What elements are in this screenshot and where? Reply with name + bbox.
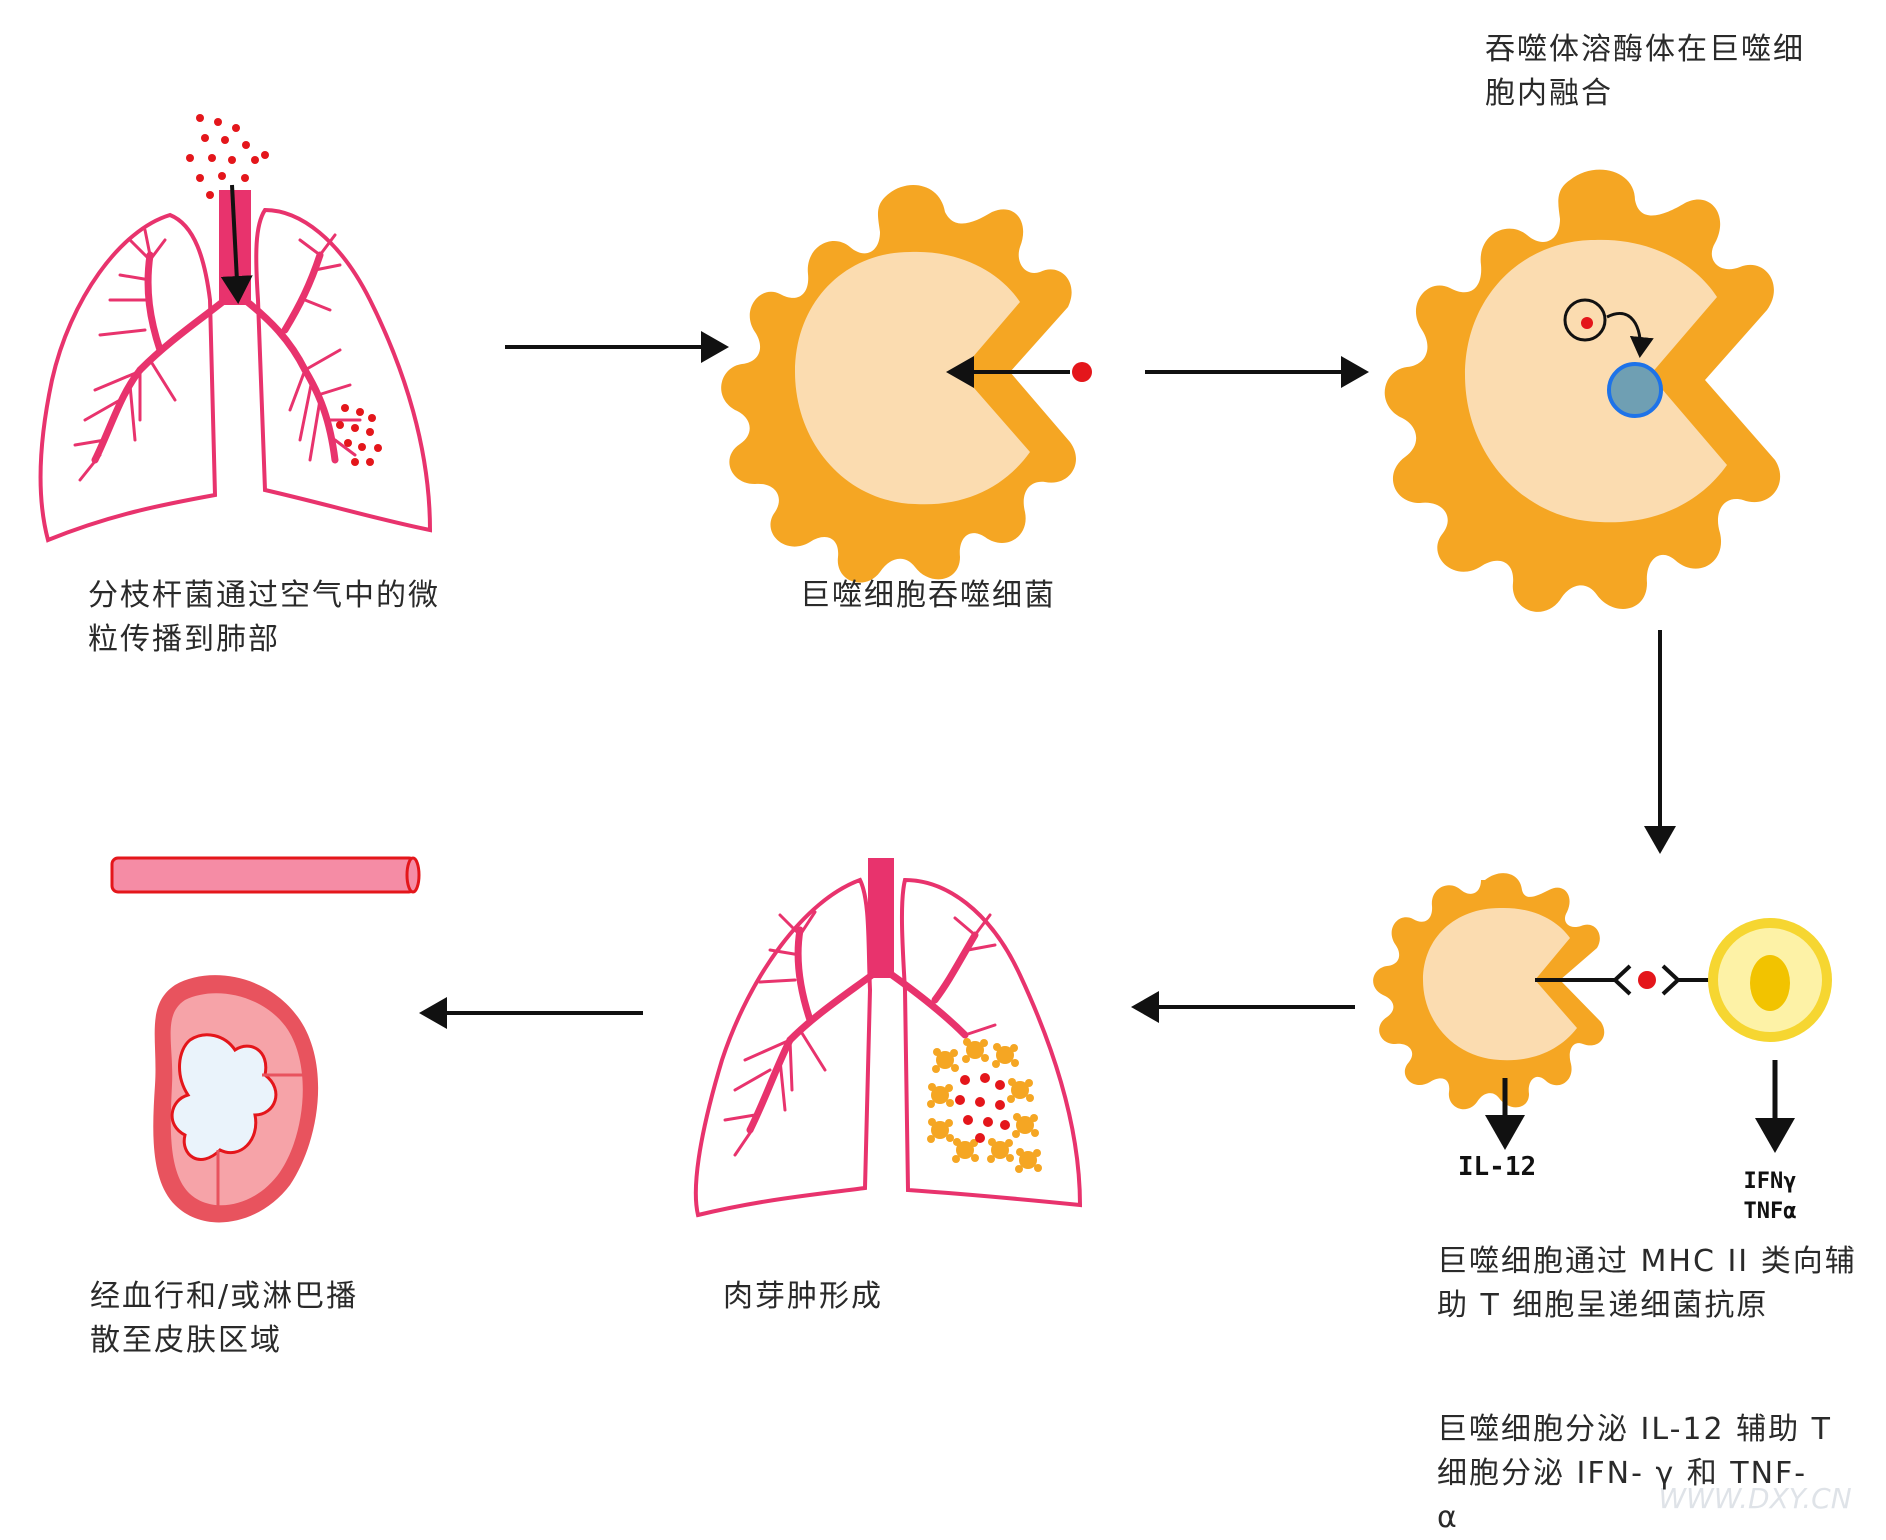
macrophage-phagolysosome-illustration — [1384, 169, 1781, 612]
blood-vessel-illustration — [110, 856, 421, 894]
caption-antigen-presentation: 巨噬细胞通过 MHC II 类向辅 助 T 细胞呈递细菌抗原 — [1437, 1244, 1857, 1323]
lungs-inhalation-illustration — [38, 114, 433, 543]
caption-inhalation: 分枝杆菌通过空气中的微 粒传播到肺部 — [88, 578, 440, 657]
caption-cytokines: 巨噬细胞分泌 IL-12 辅助 T 细胞分泌 IFN- γ 和 TNF- α — [1437, 1412, 1832, 1535]
ifn-gamma-label: IFNγ — [1744, 1169, 1797, 1194]
caption-dissemination: 经血行和/或淋巴播 散至皮肤区域 — [90, 1279, 359, 1358]
helper-t-cell-illustration — [1708, 918, 1832, 1042]
macrophage-antigen-presenting-illustration — [1373, 873, 1753, 1110]
caption-granuloma: 肉芽肿形成 — [723, 1279, 883, 1314]
caption-phagolysosome: 吞噬体溶酶体在巨噬细 胞内融合 — [1485, 32, 1805, 111]
watermark: WWW.DXY.CN — [1658, 1482, 1851, 1515]
tnf-alpha-label: TNFα — [1744, 1199, 1797, 1224]
il12-label: IL-12 — [1458, 1152, 1536, 1182]
caption-phagocytosis: 巨噬细胞吞噬细菌 — [800, 578, 1056, 613]
macrophage-engulfing-illustration — [721, 185, 1092, 583]
lymph-node-illustration — [153, 975, 319, 1223]
lungs-granuloma-illustration — [693, 858, 1083, 1218]
